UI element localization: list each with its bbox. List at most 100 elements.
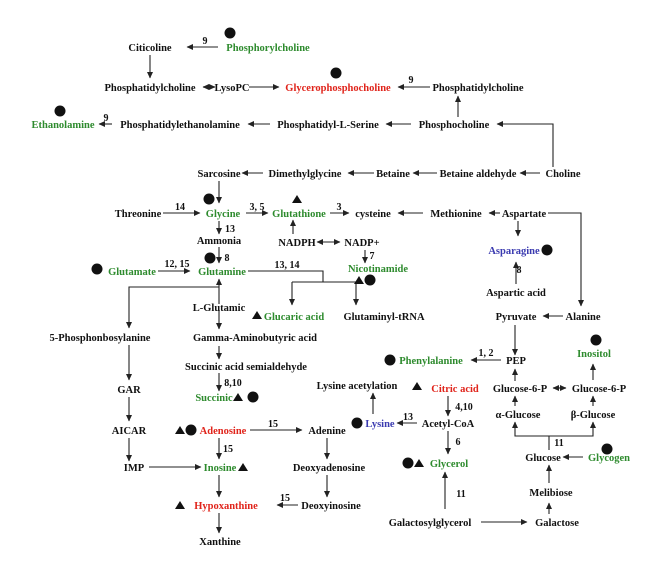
node-glutathione: Glutathione <box>272 209 326 220</box>
node-glycerol: Glycerol <box>430 459 468 470</box>
node-aicar: AICAR <box>112 426 147 437</box>
edge-label: 13, 14 <box>275 260 300 271</box>
edge-label: 9 <box>104 113 109 124</box>
node-phosphocholine: Phosphocholine <box>419 120 490 131</box>
node-threonine: Threonine <box>115 209 162 220</box>
node-imp: IMP <box>124 463 145 474</box>
triangle-marker <box>233 393 243 401</box>
node-glycine: Glycine <box>206 209 241 220</box>
node-lysine: Lysine <box>365 419 395 430</box>
pathway-edges <box>98 44 596 534</box>
node-glutaminyl-trna: Glutaminyl-tRNA <box>343 312 425 323</box>
edge-label: 4,10 <box>455 402 473 413</box>
node-glucose-6-p-right: Glucose-6-P <box>572 384 627 395</box>
circle-marker <box>330 67 342 79</box>
edge-label: 15 <box>268 419 278 430</box>
node-gar: GAR <box>117 385 141 396</box>
node-glucose: Glucose <box>525 453 561 464</box>
node-labels: Citicoline Phosphorylcholine Phosphatidy… <box>31 43 630 548</box>
node-deoxyadenosine: Deoxyadenosine <box>293 463 366 474</box>
triangle-marker <box>238 463 248 471</box>
circle-marker <box>384 354 396 366</box>
node-galactose: Galactose <box>535 518 579 529</box>
node-glutamate: Glutamate <box>108 267 156 278</box>
circle-marker <box>402 457 414 469</box>
node-betaine-aldehyde: Betaine aldehyde <box>440 169 517 180</box>
node-aspartic-acid: Aspartic acid <box>486 288 546 299</box>
edge-label: 13 <box>225 224 235 235</box>
node-alanine: Alanine <box>565 312 600 323</box>
node-citicoline: Citicoline <box>128 43 171 54</box>
circle-marker <box>541 244 553 256</box>
edge-label: 9 <box>203 36 208 47</box>
edge-label: 13 <box>403 412 413 423</box>
markers <box>54 27 613 509</box>
node-alpha-glucose: α-Glucose <box>496 410 541 421</box>
edge-label: 15 <box>280 493 290 504</box>
node-deoxyinosine: Deoxyinosine <box>301 501 361 512</box>
node-glucaric-acid: Glucaric acid <box>264 312 325 323</box>
edge-label: 11 <box>554 438 563 449</box>
circle-marker <box>185 424 197 436</box>
node-hypoxanthine: Hypoxanthine <box>194 501 258 512</box>
node-glutamine: Glutamine <box>198 267 246 278</box>
node-phenylalanine: Phenylalanine <box>399 356 463 367</box>
edge-labels: 9 9 9 14 3, 5 3 13 8 7 12, 15 13, 14 8 1… <box>104 36 564 504</box>
circle-marker <box>247 391 259 403</box>
edge-label: 1, 2 <box>479 348 494 359</box>
triangle-marker <box>354 276 364 284</box>
triangle-marker <box>412 382 422 390</box>
node-dimethylglycine: Dimethylglycine <box>269 169 342 180</box>
triangle-marker <box>175 426 185 434</box>
node-asparagine: Asparagine <box>488 246 540 257</box>
node-phosphatidylcholine-right: Phosphatidylcholine <box>432 83 523 94</box>
node-ethanolamine: Ethanolamine <box>31 120 94 131</box>
node-glucose-6-p-left: Glucose-6-P <box>493 384 548 395</box>
edge-label: 3, 5 <box>250 202 265 213</box>
node-glycerophosphocholine: Glycerophosphocholine <box>285 83 391 94</box>
edge-label: 8,10 <box>224 378 242 389</box>
node-choline: Choline <box>545 169 580 180</box>
node-citric-acid: Citric acid <box>431 384 479 395</box>
node-cysteine: cysteine <box>355 209 391 220</box>
node-xanthine: Xanthine <box>199 537 241 548</box>
node-pyruvate: Pyruvate <box>496 312 537 323</box>
circle-marker <box>364 274 376 286</box>
node-beta-glucose: β-Glucose <box>571 410 616 421</box>
node-l-glutamic: L-Glutamic <box>193 303 246 314</box>
triangle-marker <box>292 195 302 203</box>
node-aspartate: Aspartate <box>502 209 547 220</box>
node-gaba: Gamma-Aminobutyric acid <box>193 333 317 344</box>
edge-label: 14 <box>175 202 185 213</box>
circle-marker <box>203 193 215 205</box>
node-lysine-acetylation: Lysine acetylation <box>317 381 398 392</box>
circle-marker <box>601 443 613 455</box>
node-pep: PEP <box>506 356 526 367</box>
node-melibiose: Melibiose <box>529 488 572 499</box>
triangle-marker <box>414 459 424 467</box>
edge-label: 8 <box>517 265 522 276</box>
node-5-phosphonbosylanine: 5-Phosphonbosylanine <box>50 333 151 344</box>
edge-label: 9 <box>409 75 414 86</box>
node-succinic-semialdehyde: Succinic acid semialdehyde <box>185 362 307 373</box>
circle-marker <box>54 105 66 117</box>
circle-marker <box>204 252 216 264</box>
node-succinic: Succinic <box>195 393 233 404</box>
node-nadp: NADP+ <box>344 238 379 249</box>
node-inositol: Inositol <box>577 349 611 360</box>
node-glycogen: Glycogen <box>588 453 630 464</box>
node-methionine: Methionine <box>430 209 482 220</box>
edge-label: 12, 15 <box>165 259 190 270</box>
circle-marker <box>224 27 236 39</box>
node-ammonia: Ammonia <box>197 236 242 247</box>
triangle-marker <box>252 311 262 319</box>
node-acetyl-coa: Acetyl-CoA <box>422 419 475 430</box>
edge-label: 7 <box>370 251 375 262</box>
node-phosphatidylcholine-left: Phosphatidylcholine <box>104 83 195 94</box>
circle-marker <box>91 263 103 275</box>
node-sarcosine: Sarcosine <box>198 169 241 180</box>
node-betaine: Betaine <box>376 169 410 180</box>
node-nicotinamide: Nicotinamide <box>348 264 408 275</box>
edge-label: 3 <box>337 202 342 213</box>
node-inosine: Inosine <box>204 463 237 474</box>
